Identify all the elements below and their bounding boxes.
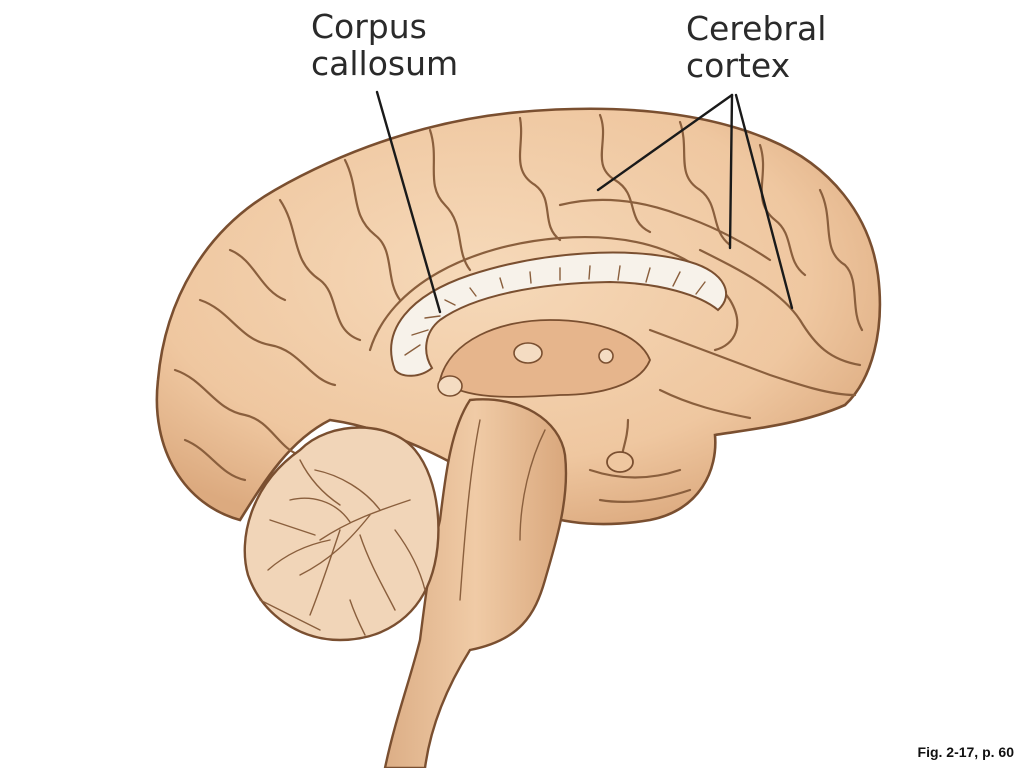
corpus-callosum-label-line-2: callosum: [311, 44, 459, 83]
corpus-callosum-label-line-1: Corpus: [311, 7, 427, 46]
cerebral-cortex-label-line-2: cortex: [686, 46, 791, 85]
cortex-gyri: [173, 113, 864, 504]
anterior-commissure: [598, 348, 614, 364]
callosum-fibers: [404, 265, 706, 356]
pituitary-gland: [606, 451, 634, 473]
thalamus: [438, 319, 651, 398]
interthalamic-adhesion: [513, 342, 543, 364]
leader-cortex-2: [728, 93, 734, 250]
arbor-vitae: [259, 459, 426, 636]
cerebellum: [243, 426, 440, 642]
corpus-callosum-label: Corpus callosum: [311, 8, 458, 82]
corpus-callosum-shape: [390, 251, 728, 377]
leader-corpus-callosum: [375, 90, 442, 314]
leader-cortex-3: [734, 93, 794, 310]
cerebral-cortex-label: Cerebral cortex: [686, 10, 826, 84]
leader-cortex-1: [596, 93, 734, 192]
figure-caption: Fig. 2-17, p. 60: [917, 744, 1014, 760]
cingulate-gyrus: [368, 236, 739, 352]
pineal-body: [437, 375, 463, 397]
cerebral-cortex-label-line-1: Cerebral: [686, 9, 827, 48]
